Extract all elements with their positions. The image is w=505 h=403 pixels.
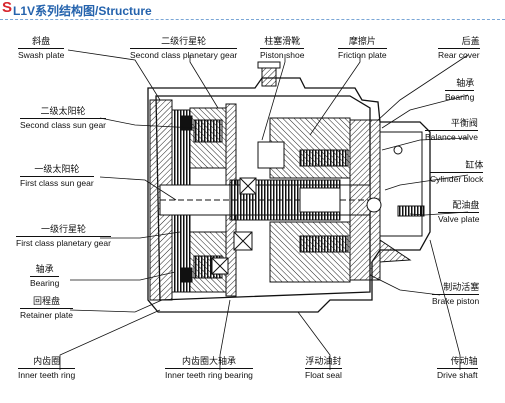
label-float-seal: 浮动油封 Float seal <box>305 356 342 380</box>
label-first-sun-gear: 一级太阳轮 First class sun gear <box>20 164 94 188</box>
label-friction-plate: 摩擦片 Friction plate <box>338 36 387 60</box>
label-valve-plate: 配油盘 Valve plate <box>438 200 480 224</box>
cylinder-block-section <box>257 117 351 283</box>
leader-lines <box>59 49 469 370</box>
label-brake-piston: 制动活塞 Brake piston <box>432 282 480 306</box>
header-divider <box>0 19 505 21</box>
label-bearing-right: 轴承 Bearing <box>445 78 475 102</box>
label-bearing-left: 轴承 Bearing <box>30 264 60 288</box>
rear-cover-section <box>349 119 425 281</box>
label-second-planetary-gear: 二级行星轮 Second class planetary gear <box>130 36 238 60</box>
label-retainer-plate: 回程盘 Retainer plate <box>20 296 73 320</box>
label-first-planetary-gear: 一级行星轮 First class planetary gear <box>16 224 111 248</box>
label-drive-shaft: 传动轴 Drive shaft <box>437 356 478 380</box>
label-cylinder-block: 缸体 Cylinder block <box>430 160 484 184</box>
drive-shaft-body <box>159 179 380 221</box>
label-rear-cover: 后盖 Rear cover <box>438 36 480 60</box>
label-piston-shoe: 柱塞滑靴 Piston shoe <box>260 36 305 60</box>
label-inner-teeth-ring-bearing: 内齿圈大轴承 Inner teeth ring bearing <box>165 356 253 380</box>
title-initial: S <box>2 0 13 16</box>
top-fitting <box>257 61 281 87</box>
label-second-sun-gear: 二级太阳轮 Second class sun gear <box>20 106 106 130</box>
label-swash-plate: 斜盘 Swash plate <box>18 36 65 60</box>
bearings <box>211 177 257 275</box>
page-title: L1V系列结构图/Structure <box>13 4 152 18</box>
page-header: S L1V系列结构图/Structure <box>0 0 505 22</box>
label-inner-teeth-ring: 内齿圈 Inner teeth ring <box>18 356 76 380</box>
label-balance-valve: 平衡阀 Balance valve <box>425 118 478 142</box>
